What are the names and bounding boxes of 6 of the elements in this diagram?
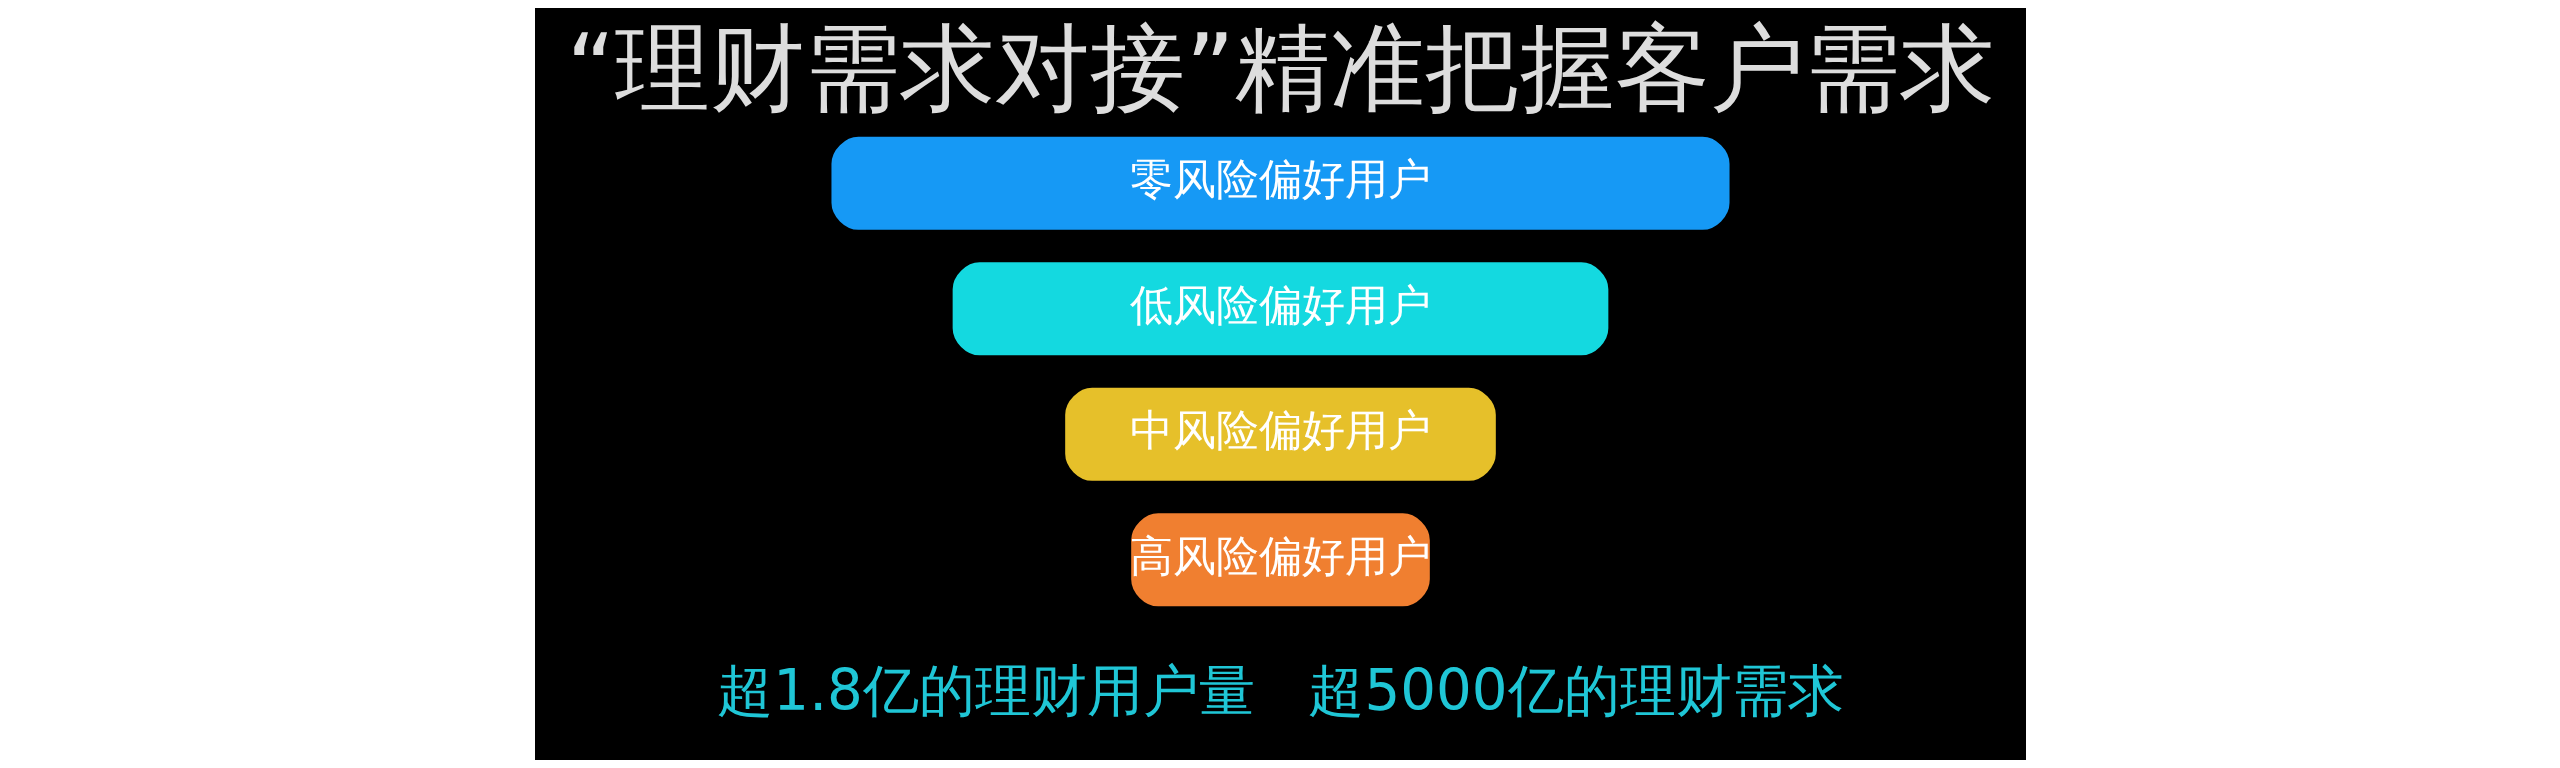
node-box: 零风险偏好用户 (830, 136, 1730, 230)
node-box: 中风险偏好用户 (1064, 387, 1496, 481)
diagram-title: “理财需求对接”精准把握客户需求 (565, 13, 1995, 124)
node-box: 高风险偏好用户 (1130, 513, 1430, 607)
node-box: 低风险偏好用户 (952, 262, 1608, 356)
label: 超1.8亿的理财用户量 超5000亿的理财需求 (716, 657, 1844, 723)
